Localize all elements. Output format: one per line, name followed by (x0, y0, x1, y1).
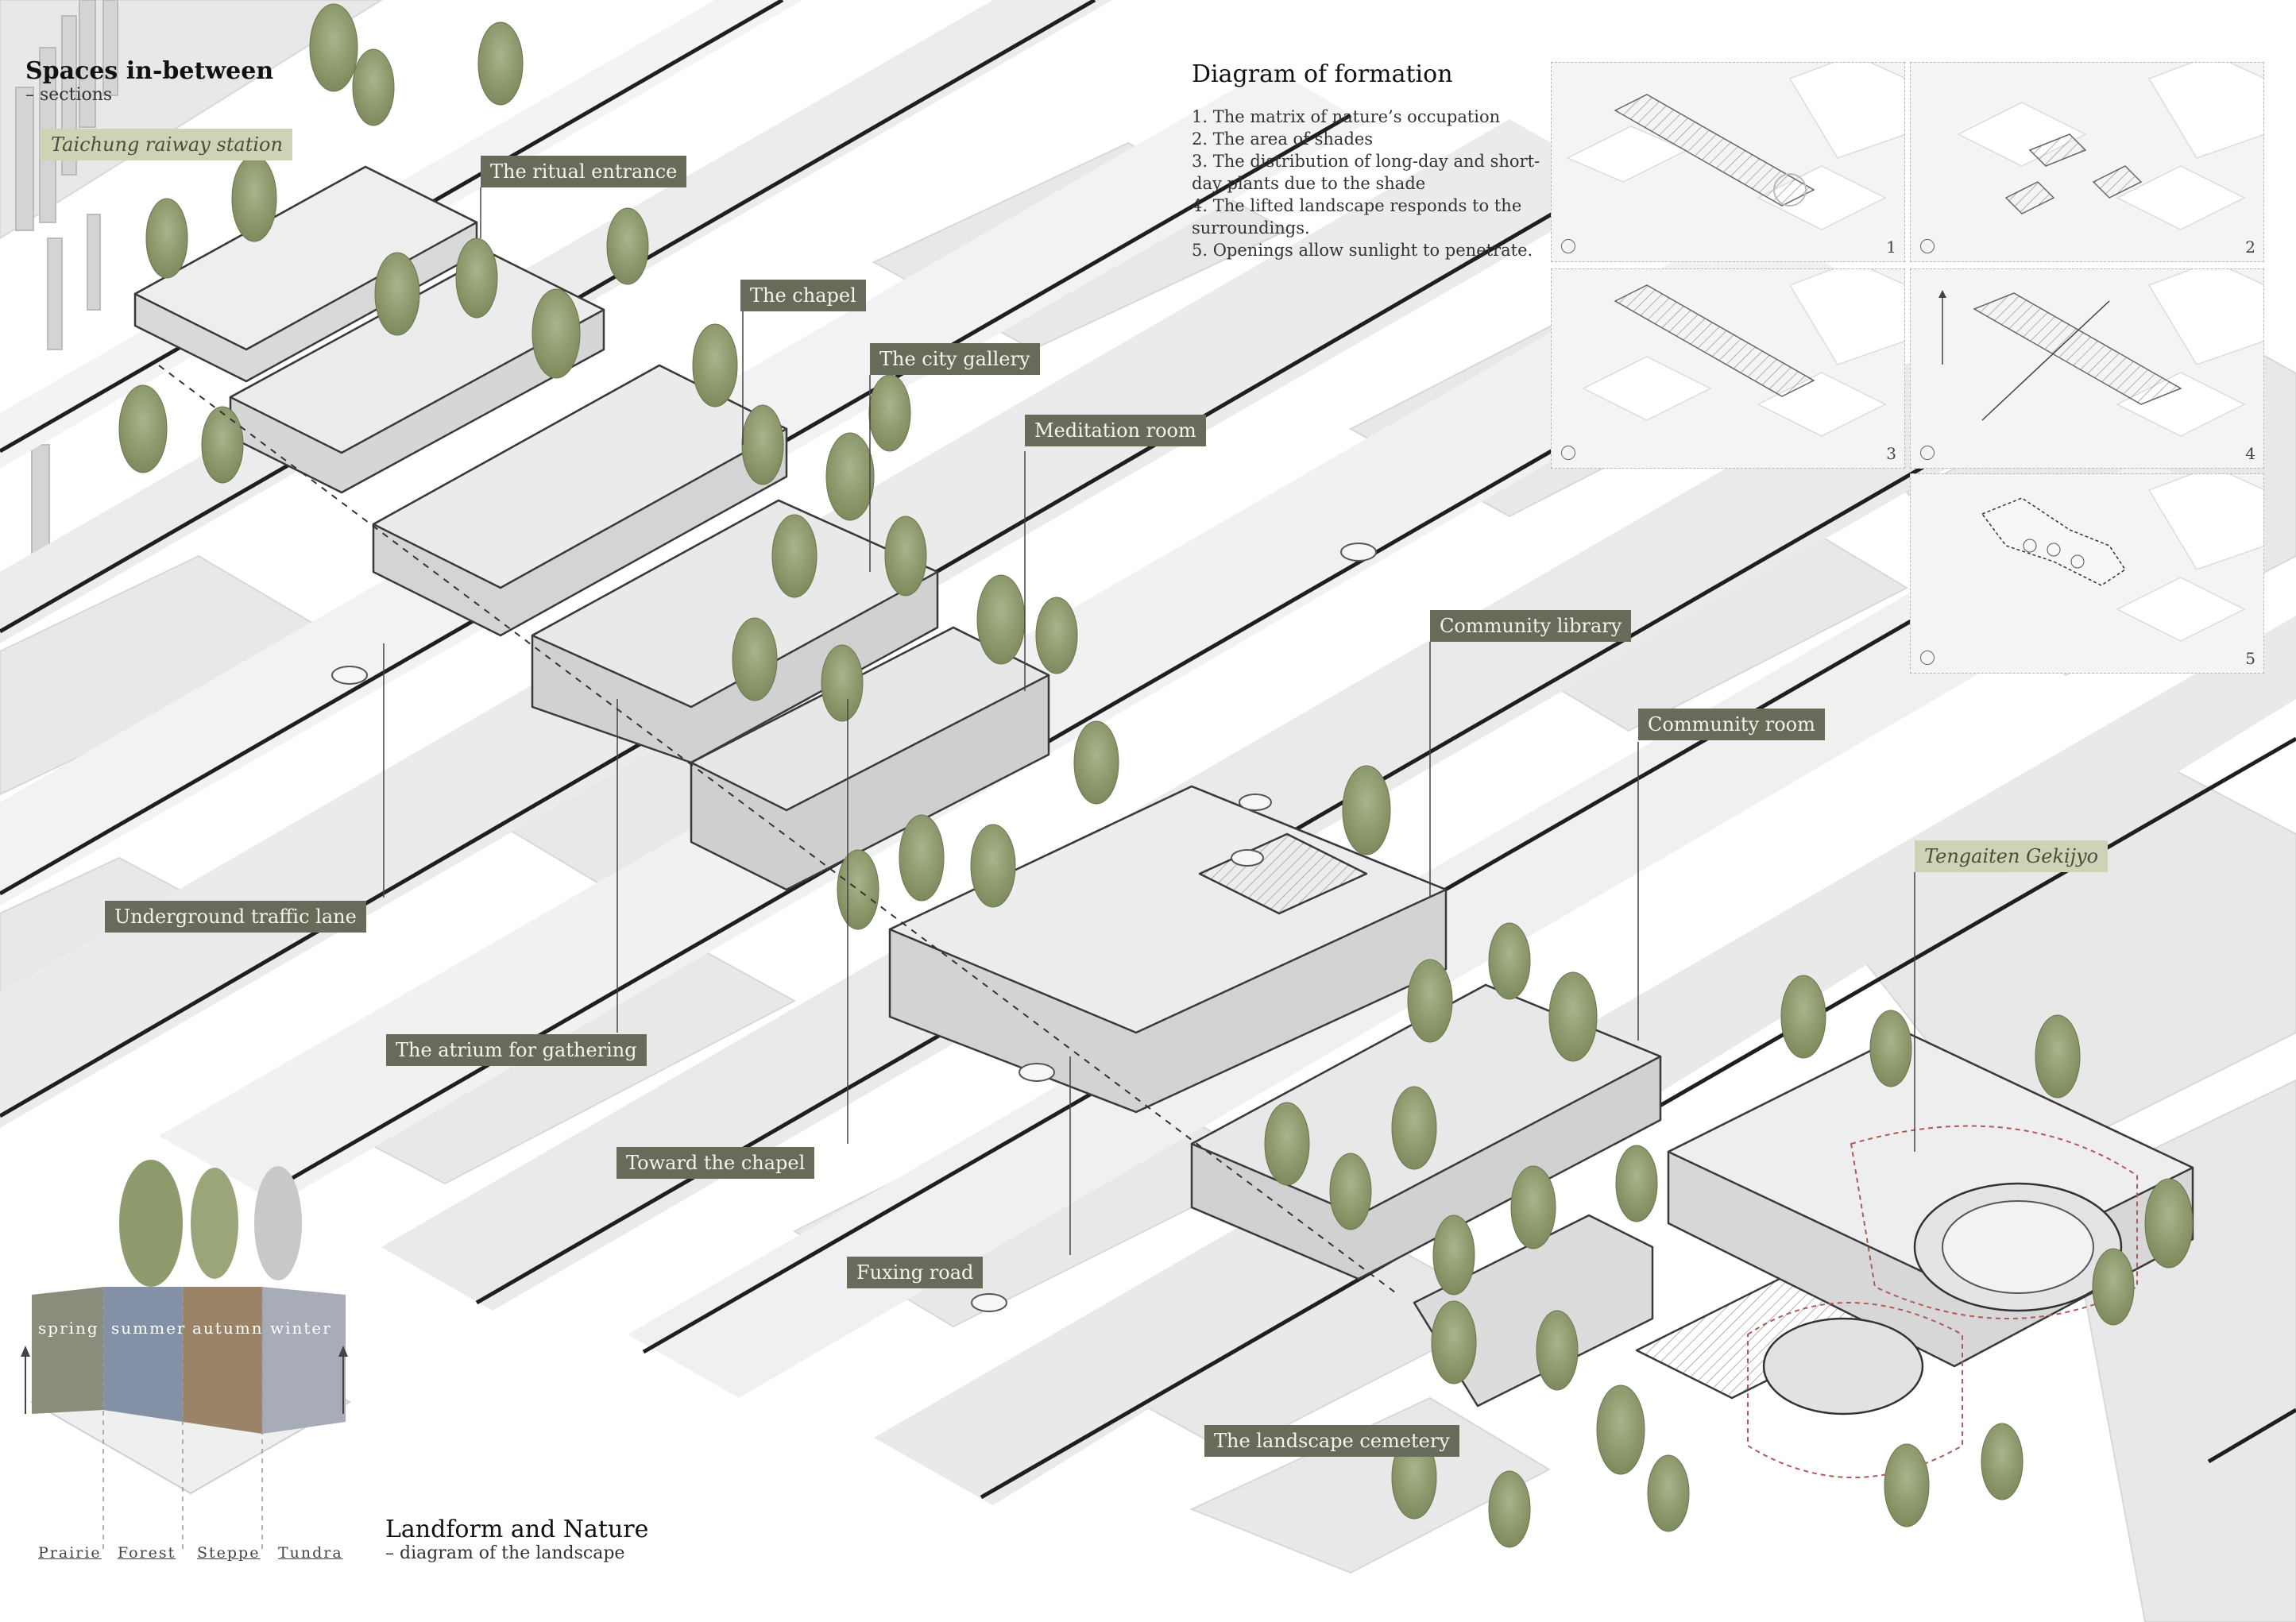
biome-prairie: Prairie (38, 1544, 102, 1562)
formation-panel-2: 2 (1910, 62, 2264, 262)
trees (118, 3, 2194, 1548)
clock-icon (1920, 239, 1935, 253)
panel-number: 2 (2245, 238, 2255, 257)
formation-panel-4: 4 (1910, 268, 2264, 469)
label-landscape-cemetery: The landscape cemetery (1204, 1425, 1459, 1457)
landscape-cube (21, 1160, 352, 1549)
formation-list: 1. The matrix of nature’s occupation 2. … (1192, 106, 1549, 261)
cars (331, 543, 1377, 1312)
label-fuxing-road: Fuxing road (847, 1257, 984, 1288)
formation-item: 5. Openings allow sunlight to penetrate. (1192, 241, 1533, 260)
formation-item: 3. The distribution of long-day and shor… (1192, 152, 1540, 193)
landform-title: Landform and Nature (385, 1516, 649, 1543)
formation-title: Diagram of formation (1192, 60, 1453, 88)
formation-panel-5: 5 (1910, 473, 2264, 674)
panel-number: 1 (1886, 238, 1896, 257)
season-spring: spring (38, 1319, 99, 1338)
formation-panel-3: 3 (1551, 268, 1905, 469)
label-ritual-entrance: The ritual entrance (481, 156, 687, 187)
dashed-axis (158, 365, 1399, 1296)
clock-icon (1920, 651, 1935, 665)
theatre-drum (1747, 1125, 2138, 1478)
leader-lines (383, 187, 1915, 1255)
clock-icon (1561, 239, 1575, 253)
page-title-block: Spaces in-between – sections (25, 57, 273, 105)
biome-steppe: Steppe (197, 1544, 261, 1562)
panel-drawing (1957, 63, 2263, 230)
page-title: Spaces in-between (25, 57, 274, 85)
label-tengaiten: Tengaiten Gekijyo (1915, 840, 2109, 872)
label-city-gallery: The city gallery (870, 343, 1040, 375)
label-underground-lane: Underground traffic lane (105, 901, 366, 933)
clock-icon (1561, 446, 1575, 460)
landform-subtitle: – diagram of the landscape (385, 1543, 625, 1563)
label-community-room: Community room (1638, 709, 1825, 740)
label-chapel: The chapel (740, 280, 866, 311)
panel-drawing (1582, 269, 1904, 437)
panel-number: 3 (1886, 444, 1896, 463)
formation-panel-1: 1 (1551, 62, 1905, 262)
season-summer: summer (111, 1319, 187, 1338)
season-winter: winter (270, 1319, 332, 1338)
label-atrium: The atrium for gathering (386, 1034, 647, 1066)
landform-title-block: Landform and Nature – diagram of the lan… (385, 1516, 648, 1563)
label-toward-chapel: Toward the chapel (617, 1147, 815, 1179)
panel-drawing (1981, 474, 2263, 642)
biome-forest: Forest (118, 1544, 176, 1562)
panel-drawing (1566, 63, 1904, 230)
label-meditation-room: Meditation room (1025, 415, 1206, 446)
page-subtitle: – sections (25, 85, 113, 105)
formation-item: 2. The area of shades (1192, 129, 1374, 149)
panel-drawing (1938, 269, 2263, 437)
biome-tundra: Tundra (278, 1544, 343, 1562)
label-taichung-station: Taichung raiway station (41, 129, 292, 160)
label-community-library: Community library (1430, 610, 1632, 642)
panel-number: 5 (2245, 649, 2255, 668)
formation-item: 4. The lifted landscape responds to the … (1192, 196, 1522, 238)
panel-number: 4 (2245, 444, 2255, 463)
season-autumn: autumn (192, 1319, 264, 1338)
formation-item: 1. The matrix of nature’s occupation (1192, 107, 1501, 126)
clock-icon (1920, 446, 1935, 460)
formation-legend: Diagram of formation 1. The matrix of na… (1192, 60, 1549, 261)
